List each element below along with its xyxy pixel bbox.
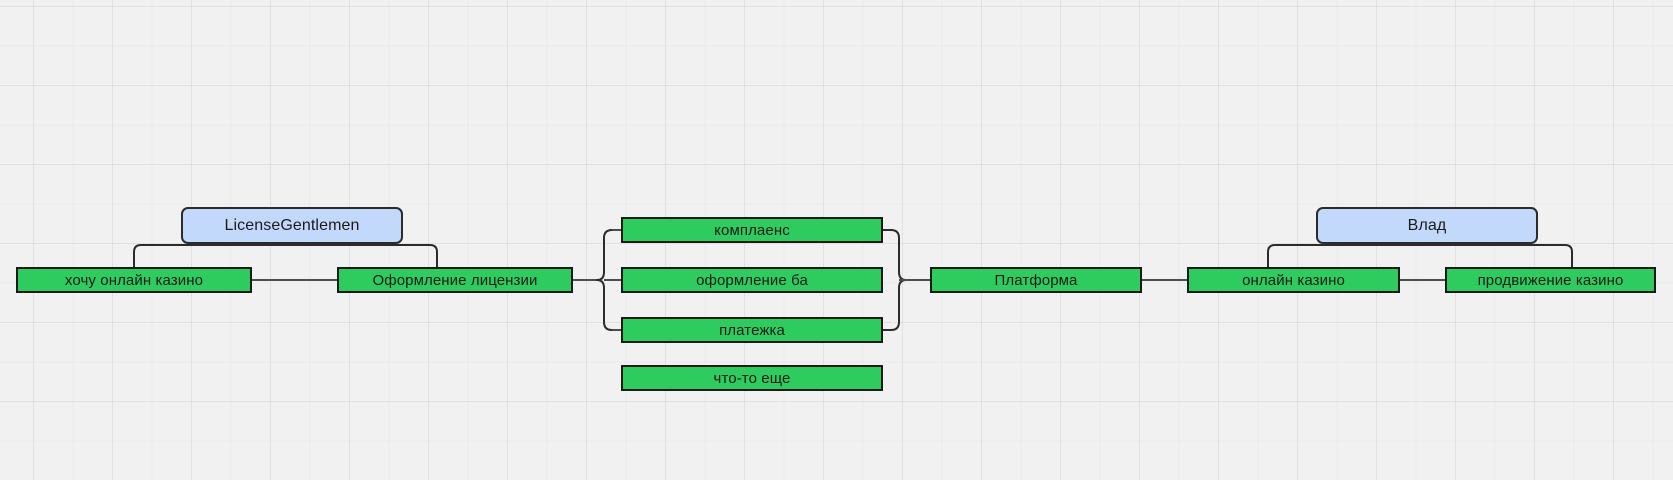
node-label: Оформление лицензии (372, 271, 538, 289)
node-label: онлайн казино (1242, 271, 1345, 289)
node-label: Платформа (994, 271, 1078, 289)
node-platezhka[interactable]: платежка (621, 317, 883, 343)
node-komplaens[interactable]: комплаенс (621, 217, 883, 243)
node-label: LicenseGentlemen (224, 216, 360, 234)
node-label: продвижение казино (1477, 271, 1624, 289)
edge-branch-spine (596, 229, 613, 331)
edge-merge-spine (883, 229, 907, 331)
node-vlad[interactable]: Влад (1316, 207, 1538, 244)
node-onlayn-kazino[interactable]: онлайн казино (1187, 267, 1400, 293)
node-label: комплаенс (714, 221, 790, 239)
node-label: хочу онлайн казино (64, 271, 204, 289)
node-label: оформление ба (696, 271, 808, 289)
node-license-gentlemen[interactable]: LicenseGentlemen (181, 207, 403, 244)
node-oformlenie-litsenzii[interactable]: Оформление лицензии (337, 267, 573, 293)
node-chto-to-esche[interactable]: что-то еще (621, 365, 883, 391)
node-label: что-то еще (713, 369, 791, 387)
node-hochu-online-kazino[interactable]: хочу онлайн казино (16, 267, 252, 293)
node-platforma[interactable]: Платформа (930, 267, 1142, 293)
node-prodvizhenie-kazino[interactable]: продвижение казино (1445, 267, 1656, 293)
node-oformlenie-ba[interactable]: оформление ба (621, 267, 883, 293)
node-label: Влад (1407, 216, 1447, 234)
node-label: платежка (719, 321, 785, 339)
